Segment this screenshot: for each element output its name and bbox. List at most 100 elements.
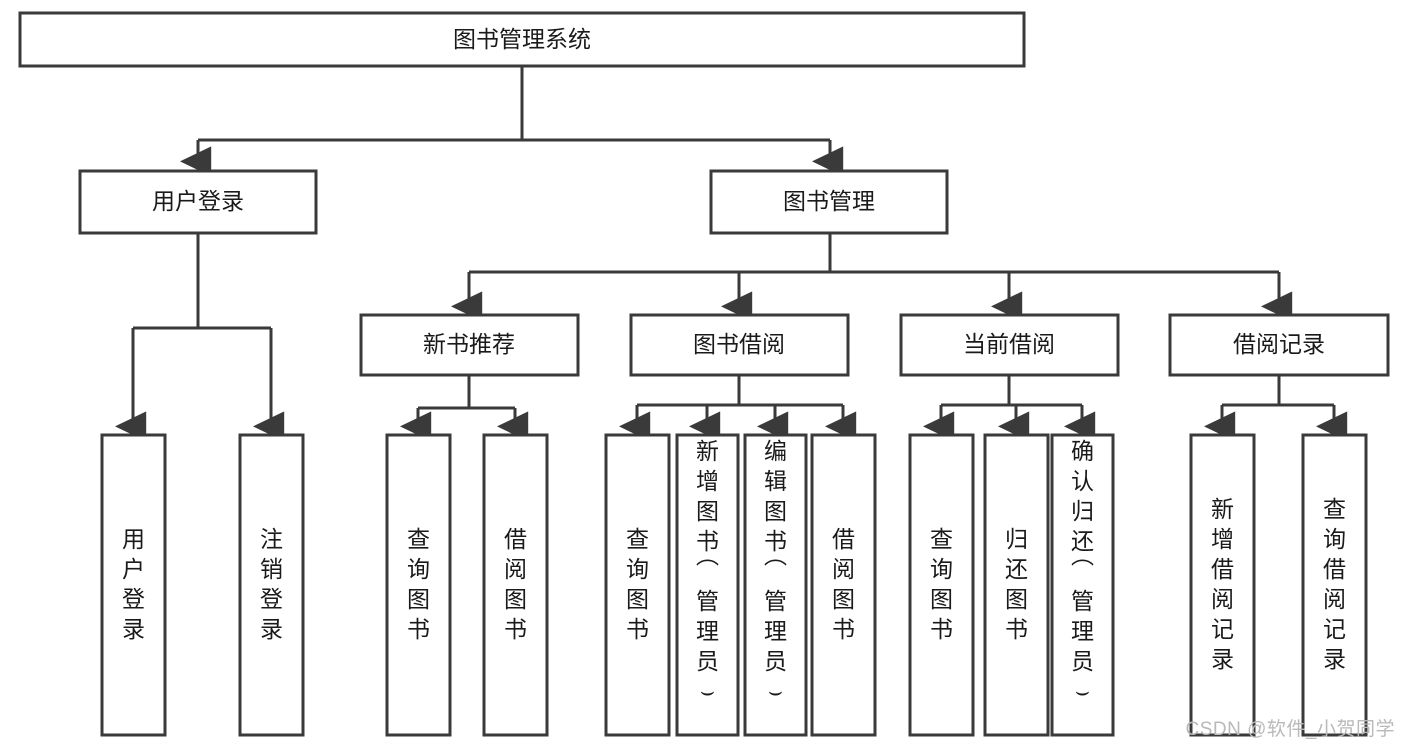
node-leaf-return-book[interactable]: 归还图书 — [983, 433, 1050, 737]
node-leaf-user-logout[interactable]: 注销登录 — [238, 433, 305, 737]
vertical-char: 借 — [1323, 556, 1346, 582]
node-leaf-query-book-2[interactable]: 查询图书 — [604, 433, 671, 737]
node-book-borrow-box[interactable] — [629, 313, 850, 377]
node-leaf-add-book-admin[interactable]: 新增图书 ⌒ 管理员 ⌣ — [675, 433, 740, 737]
node-leaf-confirm-return-admin[interactable]: 确认归还⌒管理员⌣ — [1050, 433, 1115, 737]
node-leaf-query-book-2-box[interactable] — [604, 433, 671, 737]
vertical-char: 查 — [626, 526, 649, 552]
node-leaf-borrow-book-1-box[interactable] — [482, 433, 549, 737]
node-leaf-borrow-book-2[interactable]: 借阅图书 — [810, 433, 877, 737]
vertical-char: 图 — [832, 586, 855, 612]
node-root[interactable]: 图书管理系统 — [18, 11, 1026, 68]
node-leaf-query-book-3-box[interactable] — [908, 433, 975, 737]
vertical-char: 书 — [764, 528, 787, 554]
vertical-char: 询 — [407, 556, 430, 582]
vertical-char: 认 — [1071, 468, 1094, 494]
node-leaf-user-login-box[interactable] — [100, 433, 167, 737]
node-leaf-edit-book-admin-box[interactable] — [743, 433, 808, 737]
vertical-char: 归 — [1071, 498, 1094, 524]
vertical-char: ⌣ — [768, 678, 783, 704]
node-leaf-query-borrow-record-label: 查询借阅记录 — [1323, 496, 1346, 672]
node-new-book-recommend-box[interactable] — [359, 313, 580, 377]
leaf-nodes: 用户登录注销登录查询图书借阅图书查询图书新增图书⌒管理员⌣编辑图书⌒管理员⌣借阅… — [100, 433, 1368, 737]
node-new-book-recommend[interactable]: 新书推荐 — [359, 313, 580, 377]
node-leaf-query-borrow-record-box[interactable] — [1301, 433, 1368, 737]
vertical-char: 记 — [1323, 616, 1346, 642]
vertical-char: 借 — [1211, 556, 1234, 582]
vertical-char: 注 — [260, 526, 283, 552]
node-borrow-record[interactable]: 借阅记录 — [1168, 313, 1390, 377]
node-leaf-user-logout-box[interactable] — [238, 433, 305, 737]
node-leaf-user-login[interactable]: 用户登录 — [100, 433, 167, 737]
node-book-management-label: 图书管理 — [783, 188, 875, 214]
vertical-char: 询 — [1323, 526, 1346, 552]
vertical-char: 增 — [696, 468, 719, 494]
node-leaf-user-logout-label: 注销登录 — [260, 526, 283, 642]
node-leaf-add-borrow-record[interactable]: 新增借阅记录 — [1189, 433, 1256, 737]
vertical-char: 录 — [1211, 646, 1234, 672]
vertical-char: 新 — [696, 438, 719, 464]
vertical-char: 书 — [832, 616, 855, 642]
vertical-char: ⌒ — [1071, 558, 1094, 584]
vertical-char: 用 — [122, 526, 145, 552]
vertical-char: 归 — [1005, 526, 1028, 552]
node-leaf-add-book-admin-box[interactable] — [675, 433, 740, 737]
node-root-box[interactable] — [18, 11, 1026, 68]
node-current-borrow-box[interactable] — [899, 313, 1120, 377]
vertical-char: 录 — [122, 616, 145, 642]
node-leaf-return-book-box[interactable] — [983, 433, 1050, 737]
node-current-borrow[interactable]: 当前借阅 — [899, 313, 1120, 377]
node-leaf-borrow-book-1-label: 借阅图书 — [504, 526, 527, 642]
node-leaf-query-book-1-box[interactable] — [385, 433, 452, 737]
vertical-char: 管 — [696, 588, 719, 614]
node-leaf-query-book-2-label: 查询图书 — [626, 526, 649, 642]
node-leaf-query-borrow-record[interactable]: 查询借阅记录 — [1301, 433, 1368, 737]
vertical-char: 理 — [696, 618, 719, 644]
connectors — [115, 66, 1348, 442]
node-book-management-box[interactable] — [709, 169, 949, 235]
vertical-char: 查 — [407, 526, 430, 552]
vertical-char: 编 — [764, 438, 787, 464]
node-leaf-user-login-label: 用户登录 — [122, 526, 145, 642]
vertical-char: 借 — [832, 526, 855, 552]
node-leaf-add-borrow-record-box[interactable] — [1189, 433, 1256, 737]
node-leaf-return-book-label: 归还图书 — [1005, 526, 1028, 642]
vertical-char: 书 — [1005, 616, 1028, 642]
node-leaf-borrow-book-2-box[interactable] — [810, 433, 877, 737]
vertical-char: 理 — [764, 618, 787, 644]
vertical-char: 书 — [930, 616, 953, 642]
node-borrow-record-label: 借阅记录 — [1233, 331, 1325, 357]
node-user-login[interactable]: 用户登录 — [78, 169, 318, 235]
vertical-char: 询 — [626, 556, 649, 582]
node-book-borrow[interactable]: 图书借阅 — [629, 313, 850, 377]
vertical-char: 阅 — [504, 556, 527, 582]
vertical-char: 员 — [764, 648, 787, 674]
vertical-char: ⌒ — [696, 558, 719, 584]
node-leaf-borrow-book-1[interactable]: 借阅图书 — [482, 433, 549, 737]
vertical-char: 图 — [504, 586, 527, 612]
vertical-char: 录 — [1323, 646, 1346, 672]
vertical-char: 员 — [1071, 648, 1094, 674]
vertical-char: 图 — [764, 498, 787, 524]
vertical-char: 图 — [696, 498, 719, 524]
node-user-login-box[interactable] — [78, 169, 318, 235]
vertical-char: 图 — [407, 586, 430, 612]
node-book-management[interactable]: 图书管理 — [709, 169, 949, 235]
vertical-char: 书 — [504, 616, 527, 642]
vertical-char: 理 — [1071, 618, 1094, 644]
node-borrow-record-box[interactable] — [1168, 313, 1390, 377]
node-leaf-confirm-return-admin-box[interactable] — [1050, 433, 1115, 737]
node-leaf-edit-book-admin-label: 编辑图书⌒管理员⌣ — [764, 438, 787, 704]
node-leaf-confirm-return-admin-label: 确认归还⌒管理员⌣ — [1071, 438, 1094, 704]
vertical-char: ⌣ — [700, 678, 715, 704]
node-leaf-add-book-admin-label: 新增图书 ⌒ 管理员 ⌣ — [696, 438, 719, 704]
vertical-char: 员 — [696, 648, 719, 674]
vertical-char: 记 — [1211, 616, 1234, 642]
vertical-char: 书 — [407, 616, 430, 642]
node-leaf-query-book-1[interactable]: 查询图书 — [385, 433, 452, 737]
node-leaf-edit-book-admin[interactable]: 编辑图书⌒管理员⌣ — [743, 433, 808, 737]
node-leaf-query-book-3[interactable]: 查询图书 — [908, 433, 975, 737]
vertical-char: 借 — [504, 526, 527, 552]
vertical-char: 书 — [696, 528, 719, 554]
